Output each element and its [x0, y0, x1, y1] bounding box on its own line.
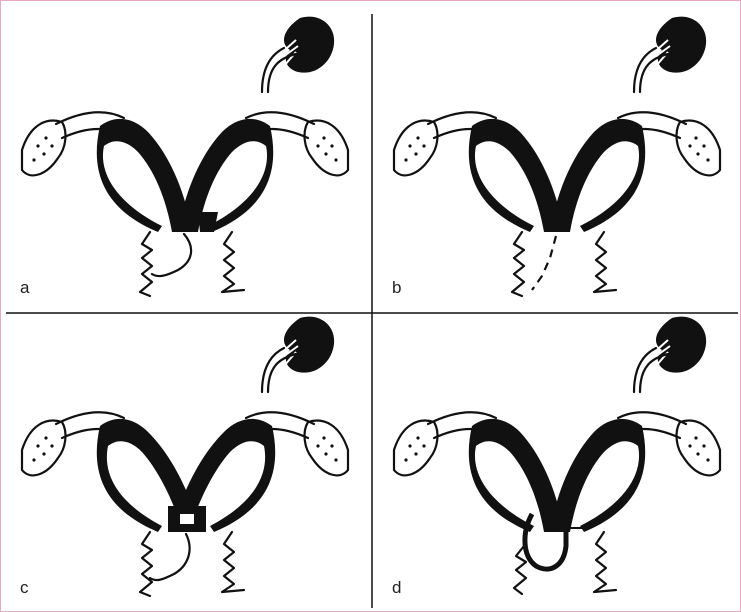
- panel-d: d: [392, 317, 720, 597]
- panel-a: a: [20, 17, 348, 297]
- panel-c: c: [20, 317, 348, 597]
- panel-label-a: a: [20, 278, 30, 297]
- panel-label-b: b: [392, 278, 401, 297]
- panel-b: b: [392, 17, 720, 297]
- panel-label-d: d: [392, 578, 401, 597]
- panel-label-c: c: [20, 578, 29, 597]
